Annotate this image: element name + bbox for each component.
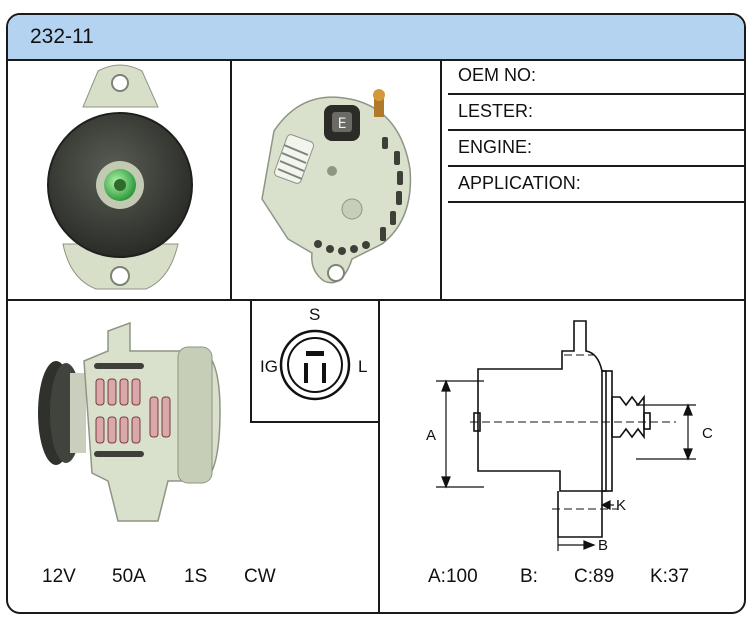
alternator-side-image	[38, 321, 221, 522]
info-label: APPLICATION:	[458, 173, 581, 193]
info-row-engine: ENGINE:	[448, 131, 744, 167]
dimension-c-value: C:89	[574, 566, 615, 587]
dimension-drawing-svg: A C B K	[426, 320, 713, 554]
alternator-front-image	[47, 64, 193, 290]
svg-text:E: E	[338, 116, 347, 132]
alternator-side-view	[8, 301, 250, 541]
info-label: ENGINE:	[458, 137, 533, 157]
info-row-application: APPLICATION:	[448, 167, 744, 203]
spec-voltage: 12V	[42, 566, 76, 587]
alternator-rear-image: E	[261, 89, 412, 284]
divider	[230, 59, 232, 299]
info-row-oem: OEM NO:	[448, 59, 744, 95]
terminal-ig-label: IG	[260, 357, 278, 376]
info-label: LESTER:	[458, 101, 534, 121]
spec-type: 1S	[184, 566, 208, 587]
divider	[8, 299, 744, 301]
header-bar: 232-11	[8, 15, 744, 61]
spec-rotation: CW	[244, 566, 276, 587]
info-row-lester: LESTER:	[448, 95, 744, 131]
divider	[378, 301, 380, 612]
dimension-k-value: K:37	[650, 566, 690, 587]
dimension-a-value: A:100	[428, 566, 478, 587]
info-label: OEM NO:	[458, 65, 537, 85]
spec-amperage: 50A	[112, 566, 146, 587]
alternator-front-view	[8, 59, 230, 299]
part-number-title: 232-11	[30, 25, 94, 48]
dimension-drawing: A C B K	[380, 301, 744, 554]
dimension-c-label: C	[702, 425, 713, 442]
dimension-b-value: B:	[520, 566, 538, 587]
product-spec-sheet: 232-11	[6, 13, 746, 614]
connector-plug-image	[279, 329, 351, 401]
terminal-s-label: S	[309, 305, 321, 324]
dimension-b-label: B	[598, 537, 608, 551]
connector-plug-diagram: S IG L	[252, 301, 378, 421]
divider	[250, 301, 252, 421]
dimension-a-label: A	[426, 427, 436, 444]
divider	[250, 421, 378, 423]
divider	[440, 59, 442, 299]
dimension-k-label: K	[616, 497, 626, 514]
terminal-l-label: L	[358, 357, 368, 376]
alternator-rear-view: E	[232, 59, 440, 299]
